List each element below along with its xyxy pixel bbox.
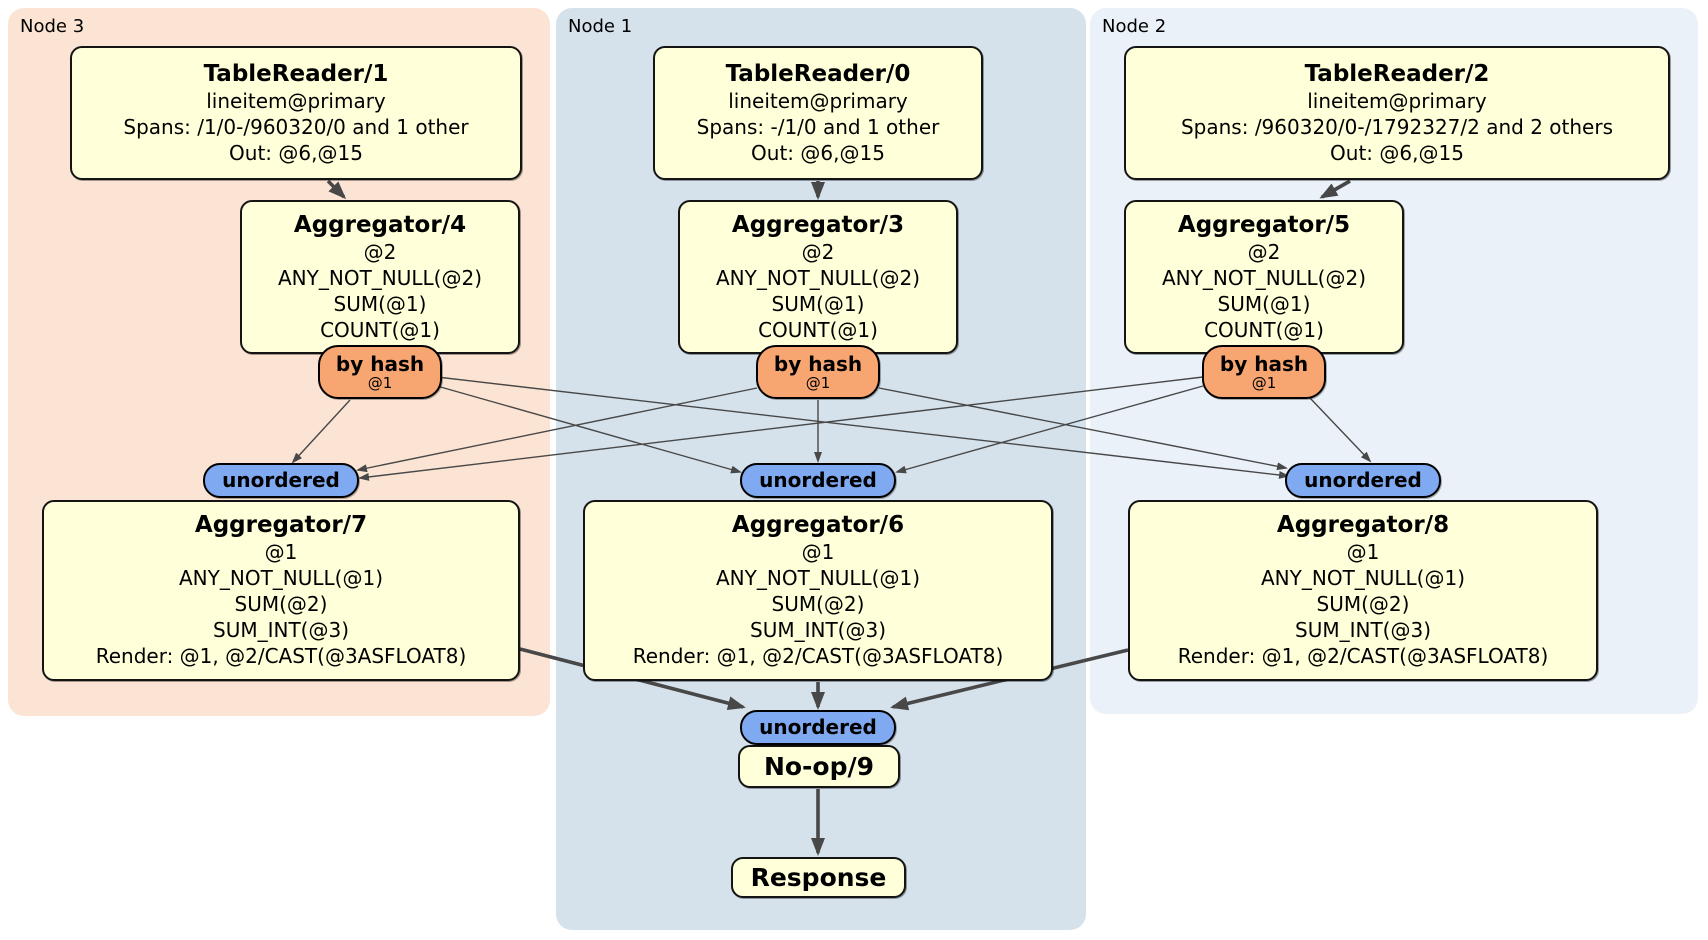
- processor-line: @1: [1346, 540, 1380, 564]
- processor-line: ANY_NOT_NULL(@2): [1162, 265, 1366, 290]
- processor-line: SUM_INT(@3): [750, 618, 886, 642]
- processor-title: Response: [750, 863, 887, 892]
- processor-title: TableReader/2: [1304, 60, 1490, 87]
- processor-line: lineitem@primary: [1307, 88, 1487, 113]
- node-region-label: Node 1: [568, 16, 633, 37]
- processor-line: COUNT(@1): [1204, 317, 1324, 342]
- processor-title: Aggregator/8: [1276, 512, 1450, 538]
- processor-line: SUM(@1): [771, 291, 865, 316]
- unordered-sync-label: unordered: [1304, 468, 1422, 492]
- processor-line: ANY_NOT_NULL(@1): [1261, 566, 1465, 590]
- processor-line: SUM(@1): [333, 291, 427, 316]
- processor-line: @2: [1247, 239, 1281, 264]
- hash-router-label: by hash: [1219, 351, 1309, 376]
- processor-line: Render: @1, @2/CAST(@3ASFLOAT8): [632, 644, 1004, 668]
- hash-router-pill: by hash@1: [756, 345, 880, 399]
- hash-router-label: by hash: [335, 351, 425, 376]
- processor-line: Out: @6,@15: [229, 140, 363, 165]
- processor-line: Spans: /960320/0-/1792327/2 and 2 others: [1180, 114, 1613, 139]
- processor-line: SUM(@2): [771, 592, 865, 616]
- processor-line: ANY_NOT_NULL(@2): [716, 265, 920, 290]
- processor-line: Render: @1, @2/CAST(@3ASFLOAT8): [95, 644, 467, 668]
- processor-title: Aggregator/3: [731, 211, 905, 238]
- processor-box-no-op-9: No-op/9: [738, 745, 900, 788]
- processor-title: Aggregator/5: [1177, 211, 1351, 238]
- processor-line: @2: [363, 239, 397, 264]
- processor-line: Spans: /1/0-/960320/0 and 1 other: [123, 114, 469, 139]
- unordered-sync-pill: unordered: [740, 462, 896, 498]
- processor-line: SUM_INT(@3): [213, 618, 349, 642]
- processor-title: TableReader/1: [203, 60, 389, 87]
- hash-router-key: @1: [367, 373, 393, 392]
- hash-router-key: @1: [805, 373, 831, 392]
- hash-router-pill: by hash@1: [318, 345, 442, 399]
- processor-line: Render: @1, @2/CAST(@3ASFLOAT8): [1177, 644, 1549, 668]
- processor-line: @1: [264, 540, 298, 564]
- processor-line: Out: @6,@15: [1330, 140, 1464, 165]
- unordered-sync-pill: unordered: [1285, 462, 1441, 498]
- processor-line: Spans: -/1/0 and 1 other: [696, 114, 940, 139]
- processor-line: SUM_INT(@3): [1295, 618, 1431, 642]
- processor-title: Aggregator/7: [194, 512, 368, 538]
- node-region-label: Node 2: [1102, 16, 1167, 37]
- processor-line: SUM(@2): [234, 592, 328, 616]
- processor-line: ANY_NOT_NULL(@1): [179, 566, 383, 590]
- processor-line: COUNT(@1): [758, 317, 878, 342]
- processor-line: SUM(@1): [1217, 291, 1311, 316]
- processor-line: @2: [801, 239, 835, 264]
- processor-line: ANY_NOT_NULL(@1): [716, 566, 920, 590]
- unordered-sync-label: unordered: [759, 715, 877, 739]
- unordered-sync-label: unordered: [222, 468, 340, 492]
- processor-title: No-op/9: [763, 752, 875, 781]
- processor-title: Aggregator/6: [731, 512, 905, 538]
- node-region-label: Node 3: [20, 16, 85, 37]
- unordered-sync-label: unordered: [759, 468, 877, 492]
- hash-router-key: @1: [1251, 373, 1277, 392]
- unordered-sync-pill: unordered: [203, 462, 359, 498]
- processor-title: TableReader/0: [725, 60, 911, 87]
- processor-line: Out: @6,@15: [751, 140, 885, 165]
- hash-router-label: by hash: [773, 351, 863, 376]
- processor-line: SUM(@2): [1316, 592, 1410, 616]
- processor-line: ANY_NOT_NULL(@2): [278, 265, 482, 290]
- hash-router-pill: by hash@1: [1202, 345, 1326, 399]
- processor-line: @1: [801, 540, 835, 564]
- processor-line: lineitem@primary: [206, 88, 386, 113]
- processor-title: Aggregator/4: [293, 211, 467, 238]
- unordered-sync-pill: unordered: [740, 709, 896, 745]
- processor-box-response: Response: [731, 857, 906, 898]
- processor-line: lineitem@primary: [728, 88, 908, 113]
- processor-line: COUNT(@1): [320, 317, 440, 342]
